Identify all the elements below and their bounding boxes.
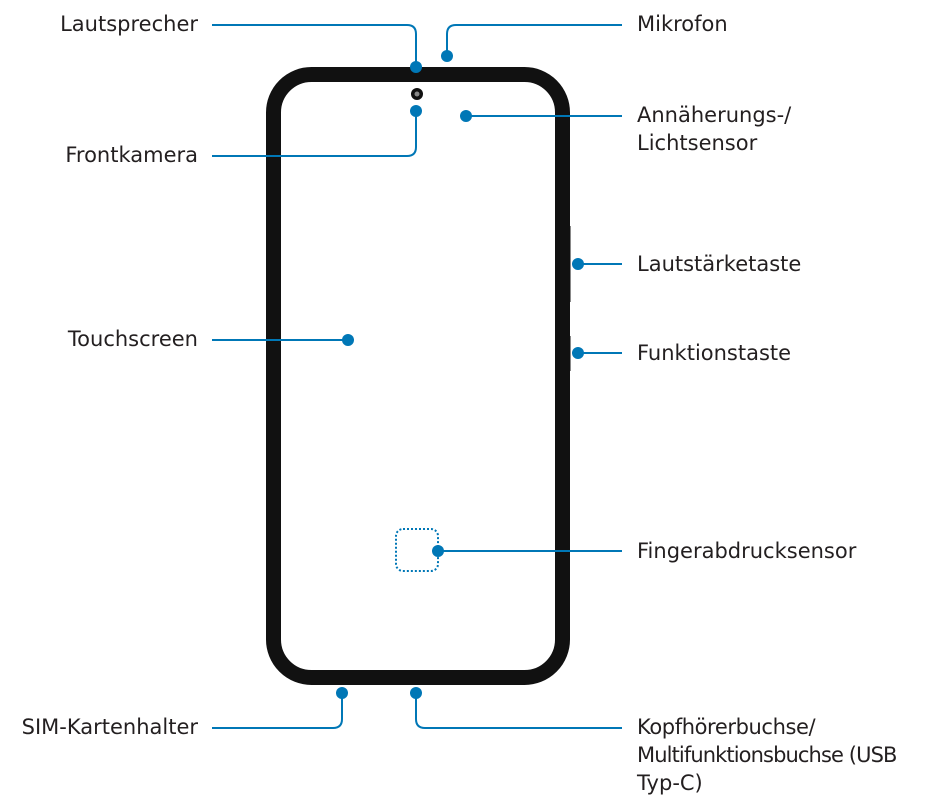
label-speaker: Lautsprecher [60, 12, 198, 36]
label-fingerprint: Fingerabdrucksensor [637, 539, 857, 563]
phone-outline [266, 67, 570, 685]
jack-dot [410, 687, 422, 699]
fingerprint-sensor-shape [395, 528, 439, 572]
leader-dots [336, 50, 584, 699]
label-side-key: Funktionstaste [637, 341, 792, 365]
label-jack-line3: Typ-C) [637, 771, 703, 795]
microphone-dot [441, 50, 453, 62]
proximity-dot [460, 110, 472, 122]
side-key-dot [572, 347, 584, 359]
label-proximity-line1: Annäherungs-/ [637, 103, 792, 127]
touchscreen-dot [342, 334, 354, 346]
label-jack-line2: Multifunktionsbuchse (USB [637, 743, 897, 767]
label-microphone: Mikrofon [637, 12, 728, 36]
speaker-dot [410, 61, 422, 73]
label-touchscreen: Touchscreen [67, 327, 198, 351]
front-camera-dot [410, 105, 422, 117]
label-proximity-line2: Lichtsensor [637, 131, 758, 155]
label-volume-key: Lautstärketaste [637, 252, 802, 276]
fingerprint-dot [432, 545, 444, 557]
sim-dot [336, 687, 348, 699]
label-jack-line1: Kopfhörerbuchse/ [637, 715, 816, 739]
volume-dot [572, 258, 584, 270]
leader-lines [212, 24, 622, 729]
label-sim-tray: SIM-Kartenhalter [21, 715, 198, 739]
label-front-camera: Frontkamera [65, 143, 198, 167]
